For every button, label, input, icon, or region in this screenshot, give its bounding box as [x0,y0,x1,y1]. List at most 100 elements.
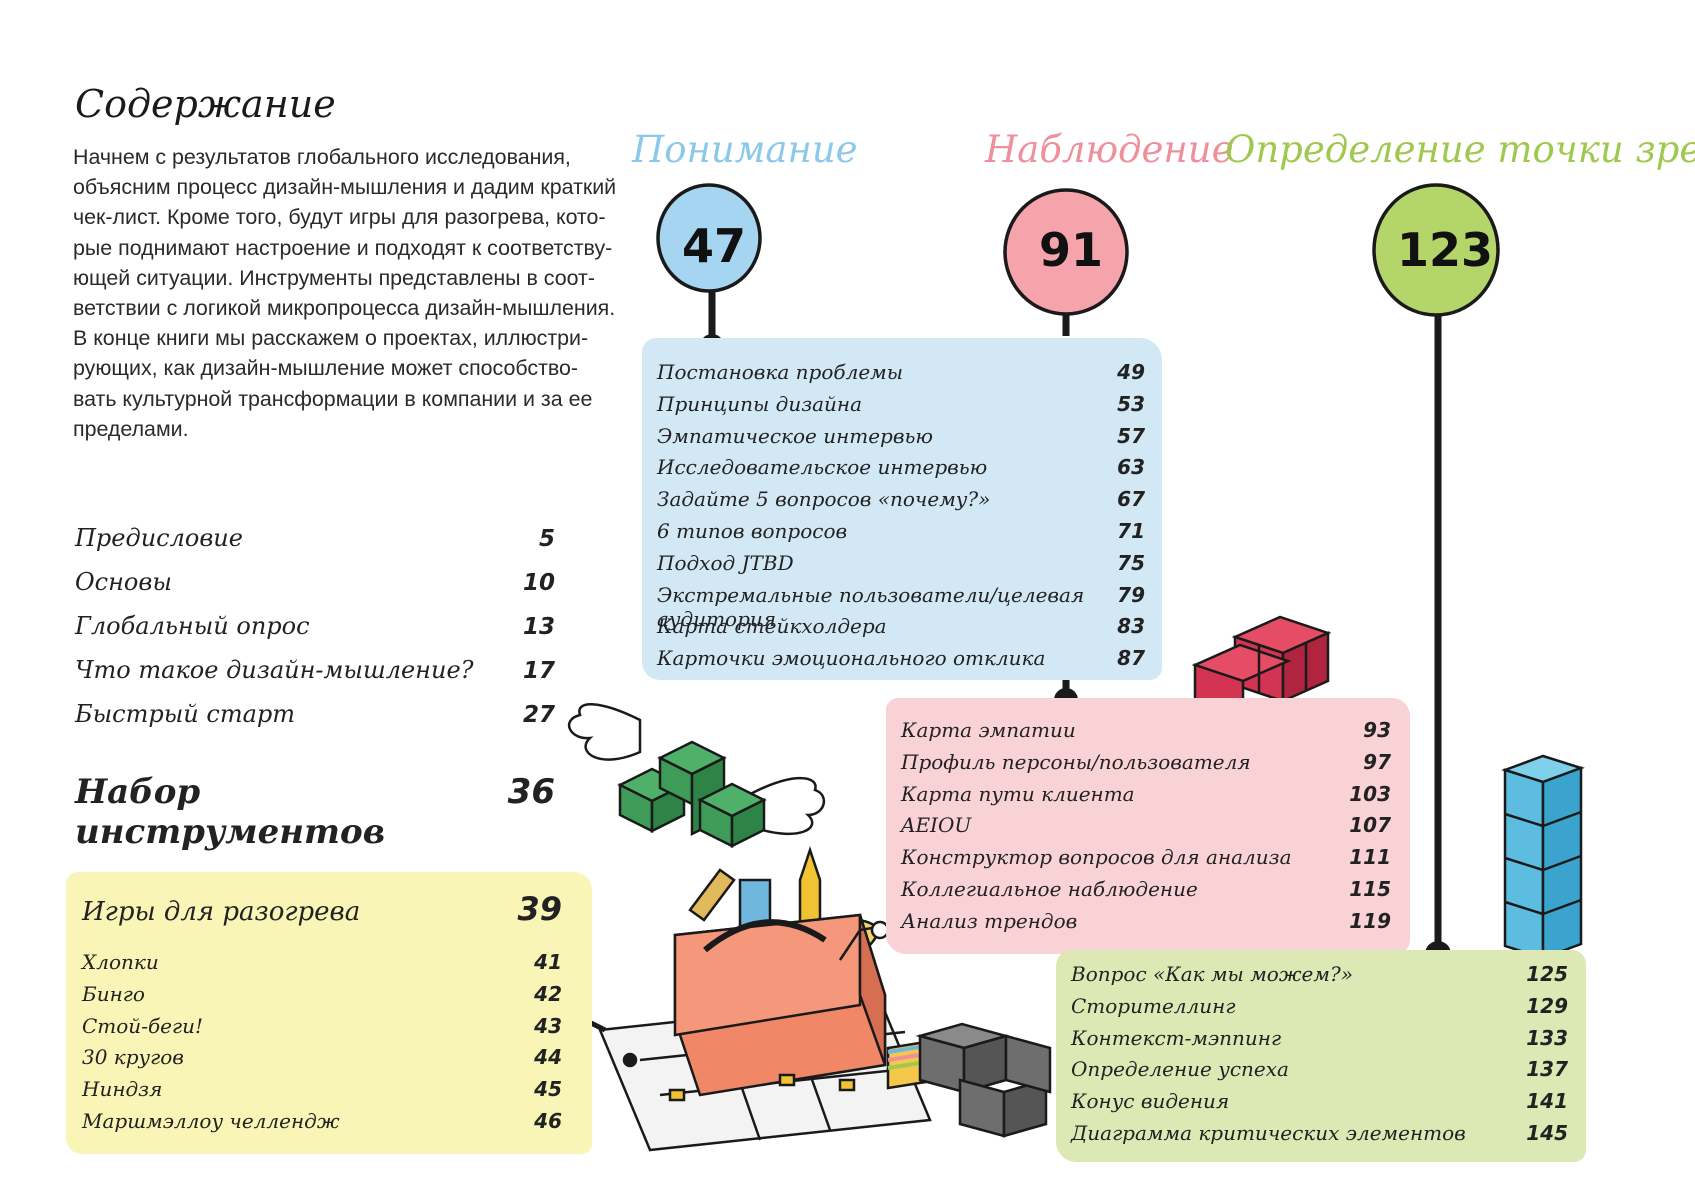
list-item-page: 49 [1117,360,1145,384]
observe-balloon-page[interactable]: 91 [1038,223,1103,277]
list-item[interactable]: Экстремальные пользователи/целевая аудит… [657,582,1145,631]
list-item-label: AEIOU [901,813,972,838]
define-panel-background [1056,950,1586,1162]
list-item-label: Хлопки [82,950,159,974]
list-item-label: Конструктор вопросов для анализа [901,845,1292,870]
toc-item-page: 5 [538,526,555,552]
understand-balloon-page[interactable]: 47 [681,219,746,273]
intro-line: объясним процесс дизайн-мышления и дадим… [73,175,617,200]
toc-item-global-survey[interactable]: Глобальный опрос 13 [75,612,555,656]
list-item-label: Вопрос «Как мы можем?» [1071,962,1353,986]
list-item-label: Экстремальные пользователи/целевая аудит… [657,582,1085,631]
list-item-label: Исследовательское интервью [657,455,988,480]
list-item[interactable]: Определение успеха 137 [1071,1057,1568,1089]
list-item-label: Карточки эмоционального отклика [657,646,1046,671]
list-item-label: Ниндзя [82,1077,163,1102]
toc-item-page: 27 [522,702,555,728]
list-item-page: 42 [534,981,562,1006]
toc-item-page: 13 [522,614,555,640]
list-item-label: Эмпатическое интервью [657,423,933,448]
define-balloon-page[interactable]: 123 [1396,223,1494,277]
list-item-label: Стой-беги! [82,1013,204,1038]
list-item-label: Определение успеха [1071,1057,1289,1082]
list-item-page: 129 [1526,993,1568,1018]
observe-balloon [1003,188,1129,316]
list-item-page: 107 [1349,813,1391,838]
red-blocks-icon [1191,615,1332,721]
toolbox-icon [583,846,932,1152]
phase-title-define: Определение точки зрения [1225,128,1695,171]
intro-line: вать культурной трансформации в компании… [73,386,593,411]
intro-line: ветствии с логикой микропроцесса дизайн-… [73,296,616,321]
toc-item-toolkit[interactable]: Набор инструментов 36 [75,772,555,852]
list-item-label: 6 типов вопросов [657,518,848,543]
list-item[interactable]: AEIOU 107 [901,813,1391,845]
intro-line: чек-лист. Кроме того, будут игры для раз… [73,205,606,230]
list-item-page: 79 [1117,582,1145,607]
list-item[interactable]: Хлопки 41 [82,950,562,982]
list-item[interactable]: Стой-беги!43 [82,1014,562,1046]
list-item-label: Коллегиальное наблюдение [901,876,1198,901]
list-item-page: 41 [534,950,562,974]
list-item-page: 125 [1526,962,1568,986]
list-item-page: 67 [1117,487,1145,512]
define-balloon [1372,183,1500,317]
intro-line: Начнем с результатов глобального исследо… [73,145,571,169]
blue-blocks-icon [1501,754,1585,960]
toc-item-preface[interactable]: Предисловие 5 [75,524,555,568]
list-item-page: 137 [1526,1057,1568,1082]
list-item-page: 133 [1526,1025,1568,1050]
games-panel-background [66,872,592,1154]
toc-item-page: 10 [522,570,555,596]
list-item-label: 30 кругов [82,1045,184,1070]
toc-item-what-is-design-thinking[interactable]: Что такое дизайн-мышление? 17 [75,656,555,700]
list-item-page: 145 [1526,1120,1568,1145]
intro-paragraph: Начнем с результатов глобального исследо… [73,142,633,444]
observe-panel-background [886,698,1410,954]
list-item[interactable]: Задайте 5 вопросов «почему?»67 [657,487,1145,519]
list-item-page: 141 [1526,1089,1568,1114]
list-item-label: Подход JTBD [657,550,794,575]
list-item[interactable]: Вопрос «Как мы можем?» 125 [1071,962,1568,994]
toc-item-label: Основы [75,568,172,596]
list-item-page: 97 [1363,749,1391,774]
list-item[interactable]: Ниндзя 45 [82,1077,562,1109]
toc-item-basics[interactable]: Основы 10 [75,568,555,612]
winged-blocks-icon [567,703,826,849]
games-header[interactable]: Игры для разогрева 39 [82,890,562,928]
toolkit-label: Набор инструментов [75,772,386,852]
list-item-page: 45 [534,1077,562,1102]
intro-line: рующих, как дизайн-мышление может способ… [73,356,579,381]
toc-item-quick-start[interactable]: Быстрый старт 27 [75,700,555,744]
intro-line: ющей ситуации. Инструменты представлены … [73,265,595,290]
list-item-page: 46 [534,1108,562,1133]
list-item-label: Принципы дизайна [657,391,863,416]
